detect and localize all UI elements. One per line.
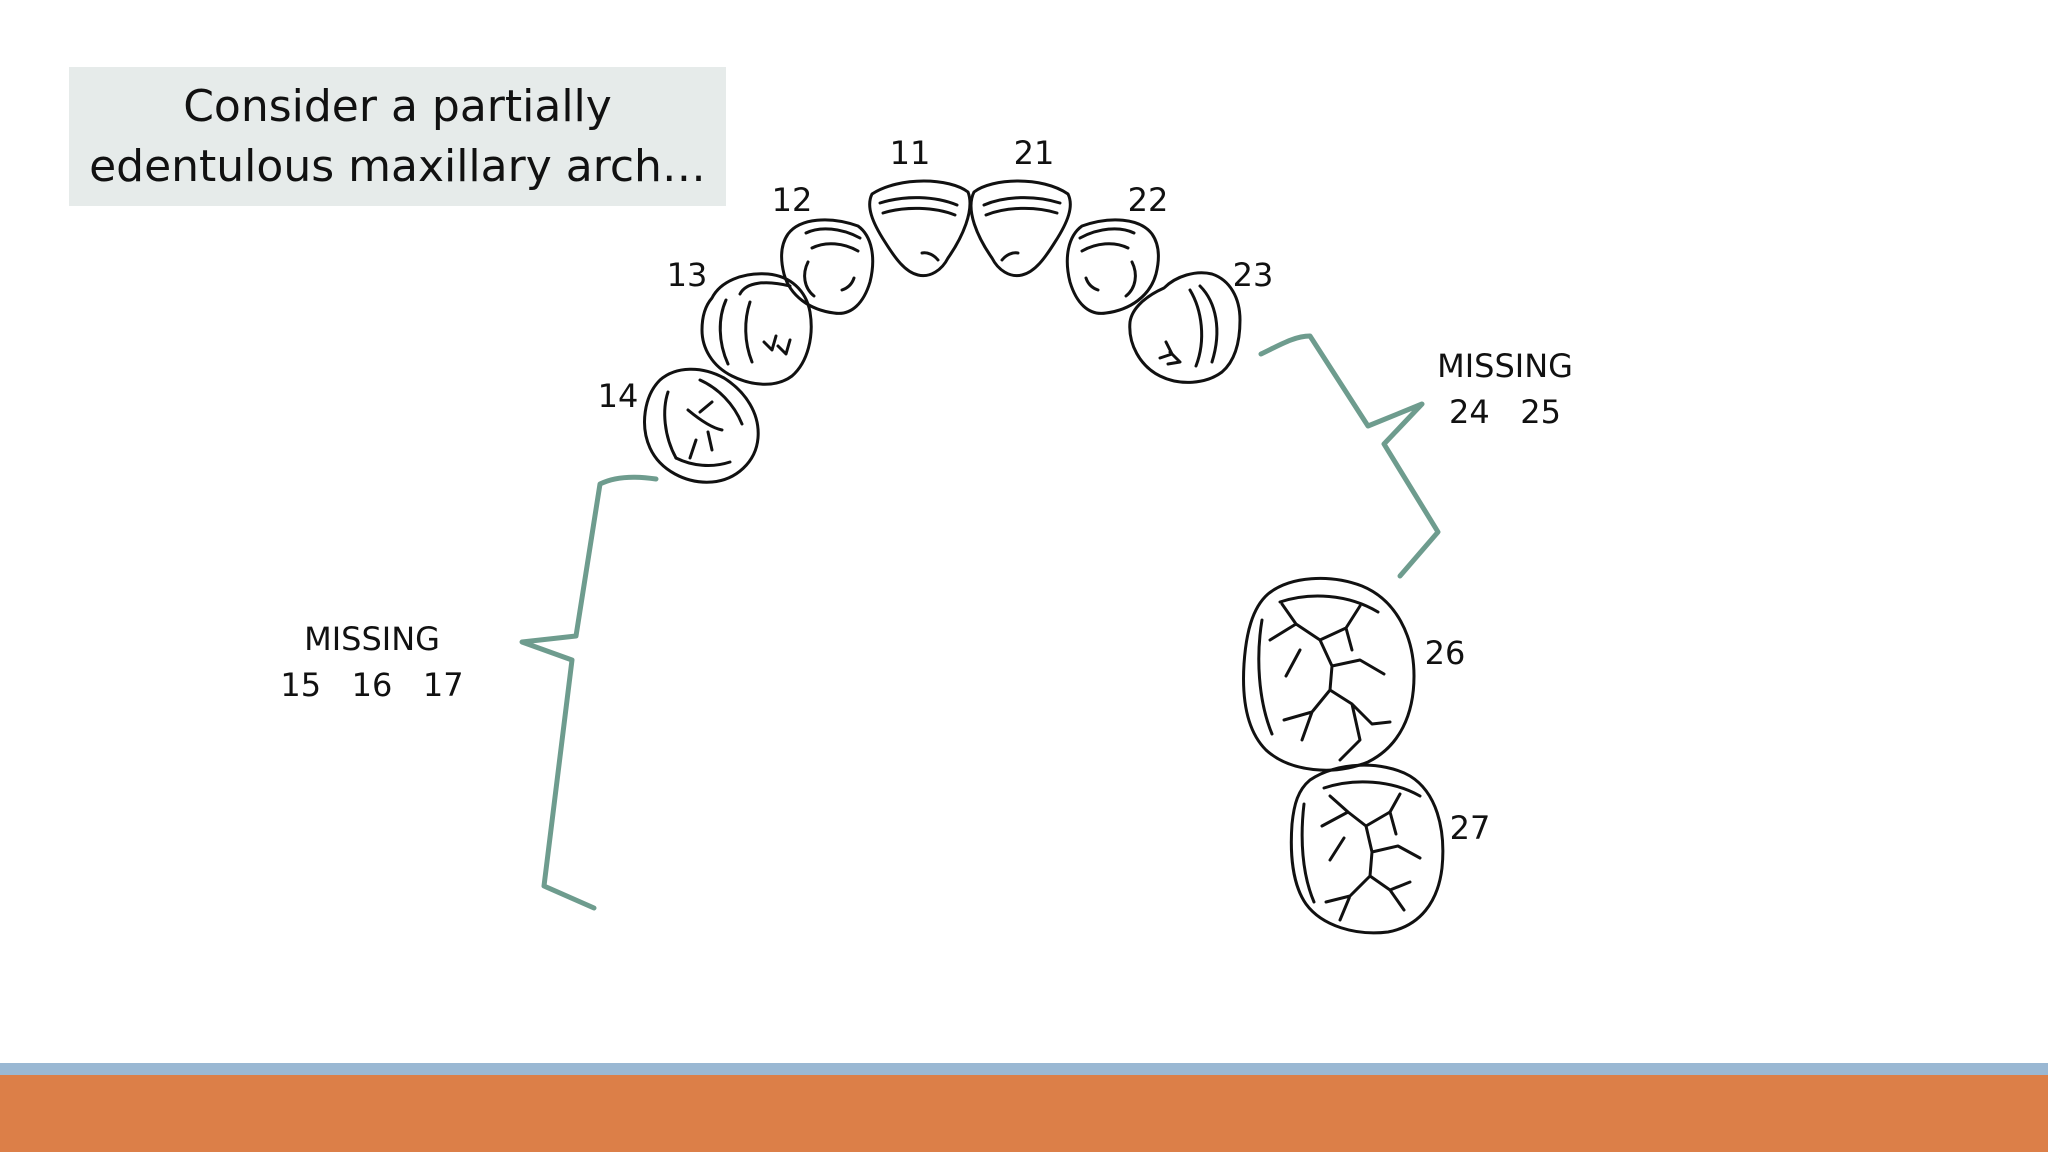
missing-left-heading: MISSING xyxy=(304,620,440,658)
tooth-label-27: 27 xyxy=(1449,809,1491,847)
footer-orange-bar xyxy=(0,1075,2048,1152)
tooth-label-23: 23 xyxy=(1232,256,1274,294)
tooth-23-outline xyxy=(1128,271,1242,384)
tooth-label-22: 22 xyxy=(1127,181,1169,219)
title-line-2: edentulous maxillary arch… xyxy=(89,140,706,192)
tooth-label-21: 21 xyxy=(1013,134,1055,172)
missing-bracket-right xyxy=(1258,333,1441,579)
tooth-22-outline xyxy=(1065,218,1160,315)
missing-left-numbers: 15 16 17 xyxy=(280,666,464,704)
tooth-11-outline xyxy=(868,179,972,278)
tooth-label-12: 12 xyxy=(771,181,813,219)
tooth-label-14: 14 xyxy=(597,377,639,415)
missing-right-heading: MISSING xyxy=(1437,347,1573,385)
missing-bracket-left xyxy=(519,474,659,911)
title-line-1: Consider a partially xyxy=(183,80,612,132)
title-box: Consider a partially edentulous maxillar… xyxy=(69,67,726,206)
tooth-26-outline xyxy=(1242,577,1416,772)
missing-right-numbers: 24 25 xyxy=(1449,393,1561,431)
tooth-27-outline xyxy=(1289,763,1445,935)
footer-blue-stripe xyxy=(0,1063,2048,1075)
tooth-label-11: 11 xyxy=(889,134,931,172)
tooth-12-outline xyxy=(780,218,875,315)
tooth-label-13: 13 xyxy=(666,256,708,294)
missing-label-left: MISSING 15 16 17 xyxy=(280,616,463,708)
tooth-21-outline xyxy=(969,179,1072,278)
tooth-14-outline xyxy=(643,367,760,484)
missing-label-right: MISSING 24 25 xyxy=(1437,343,1573,435)
tooth-label-26: 26 xyxy=(1424,634,1466,672)
tooth-13-outline xyxy=(700,272,813,386)
